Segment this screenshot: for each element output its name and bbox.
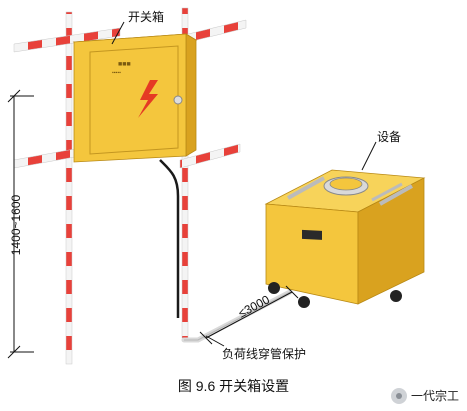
label-equipment: 设备 xyxy=(377,130,402,144)
rail-upper-left xyxy=(13,27,121,53)
switch-box: ■■■ ▪▪▪▪▪ xyxy=(72,33,198,163)
lock-knob-icon xyxy=(173,95,183,105)
svg-text:▪▪▪▪▪: ▪▪▪▪▪ xyxy=(112,70,121,76)
watermark: 一代宗工 xyxy=(390,387,459,404)
rail-lower-right xyxy=(179,143,241,169)
watermark-text: 一代宗工 xyxy=(410,389,459,403)
cable xyxy=(159,159,180,318)
lightning-bolt-icon xyxy=(138,80,158,118)
leader-cable-note xyxy=(205,335,225,347)
equipment xyxy=(264,169,426,308)
svg-text:■■■: ■■■ xyxy=(118,61,131,68)
label-height-dimension: 1400~1600 xyxy=(9,194,24,256)
leader-equipment xyxy=(361,141,377,171)
leader-switch-box xyxy=(111,21,125,45)
caster-wheel-icon xyxy=(268,282,280,294)
height-dimension xyxy=(7,89,34,359)
wechat-logo-icon xyxy=(390,387,407,404)
figure-caption: 图 9.6 开关箱设置 xyxy=(177,378,290,394)
distance-dimension xyxy=(199,285,299,345)
pole-left xyxy=(65,11,73,365)
protective-pipe xyxy=(181,289,293,343)
label-switch-box: 开关箱 xyxy=(128,10,165,24)
label-cable-note: 负荷线穿管保护 xyxy=(222,347,307,361)
